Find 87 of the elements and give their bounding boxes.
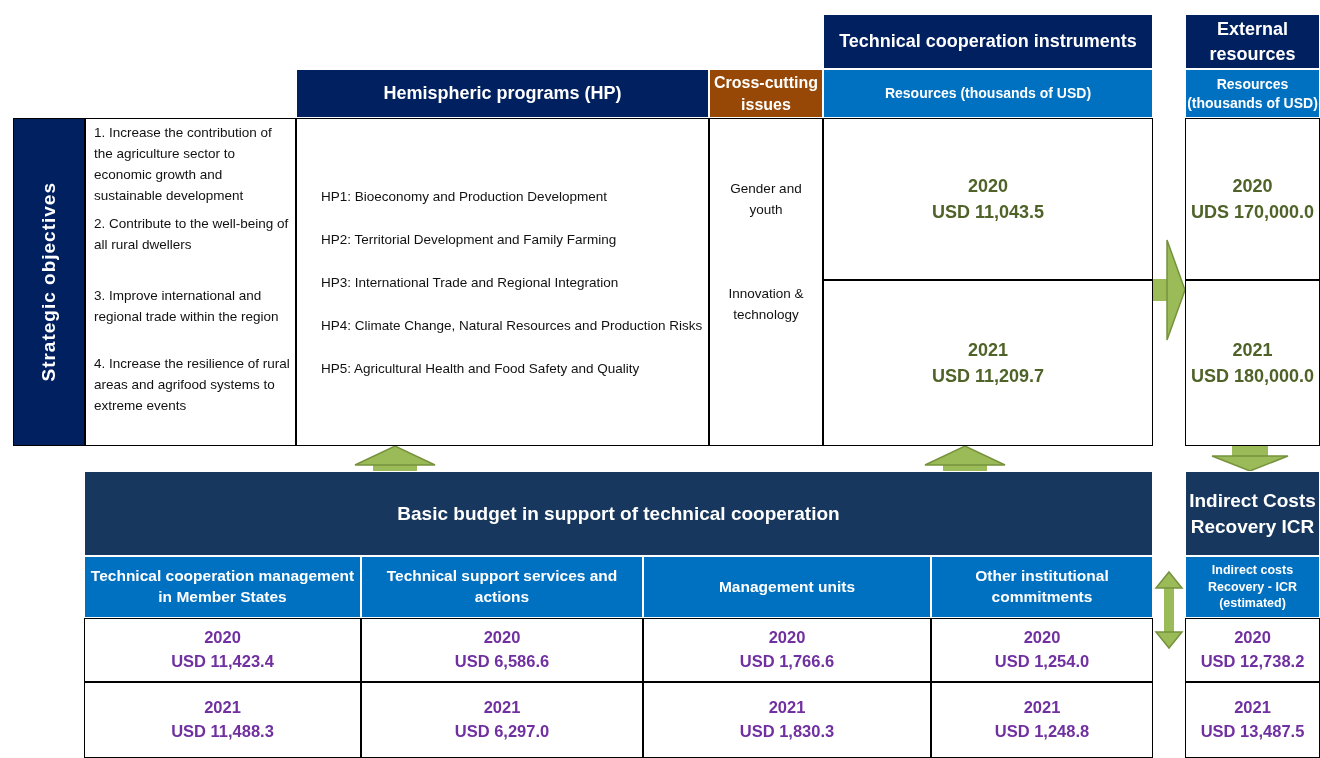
- amount-value: USD 13,487.5: [1200, 721, 1305, 742]
- year-label: 2020: [967, 174, 1008, 198]
- table-cell: [84, 682, 361, 758]
- amount-value: USD 12,738.2: [1200, 651, 1305, 672]
- table-cell: [823, 280, 1153, 446]
- amount-value: USD 1,766.6: [739, 651, 835, 672]
- year-label: 2021: [1023, 697, 1061, 719]
- table-cell: [84, 618, 361, 682]
- table-cell: [1185, 280, 1320, 446]
- table-cell: [643, 682, 931, 758]
- amount-value: USD 6,586.6: [454, 651, 550, 672]
- header-text: Indirect costs Recovery - ICR (estimated): [1207, 561, 1298, 613]
- year-label: 2020: [1023, 627, 1061, 649]
- vertical-label: Strategic objectives: [37, 182, 61, 382]
- table-cell: [823, 118, 1153, 280]
- year-label: 2021: [768, 697, 806, 719]
- year-label: 2020: [768, 627, 806, 649]
- header-text: External resources: [1208, 18, 1297, 66]
- block-arrow: [1155, 571, 1183, 649]
- header-text: Management units: [718, 576, 856, 597]
- header-cell: [84, 471, 1153, 556]
- year-label: 2020: [1234, 627, 1271, 649]
- header-text: Resources (thousands of USD): [1186, 74, 1319, 113]
- amount-value: USD 180,000.0: [1190, 365, 1315, 388]
- block-arrow: [924, 445, 1006, 471]
- header-cell: [931, 556, 1153, 618]
- table-cell: [1185, 618, 1320, 682]
- table-cell: [85, 118, 296, 446]
- header-cell: [361, 556, 643, 618]
- block-arrow: [354, 445, 436, 471]
- amount-value: USD 11,423.4: [171, 651, 274, 672]
- program-text: HP5: Agricultural Health and Food Safety and Quality: [321, 360, 641, 378]
- program-text: HP1: Bioeconomy and Production Development: [321, 188, 608, 206]
- program-text: HP3: International Trade and Regional Integration: [321, 274, 620, 292]
- year-label: 2020: [1232, 174, 1273, 198]
- table-cell: [296, 118, 709, 446]
- amount-value: USD 11,043.5: [931, 201, 1045, 224]
- table-cell: [643, 618, 931, 682]
- year-label: 2021: [1232, 338, 1273, 362]
- objective-text: 3. Improve international and regional trade within the region: [94, 287, 280, 326]
- header-cell: [1185, 14, 1320, 69]
- side-band: [13, 118, 85, 446]
- table-cell: [361, 682, 643, 758]
- header-cell: [1185, 471, 1320, 556]
- objective-text: 2. Contribute to the well-being of all rural dwellers: [94, 215, 290, 254]
- amount-value: USD 1,248.8: [994, 721, 1090, 742]
- header-cell: [643, 556, 931, 618]
- amount-value: USD 11,488.3: [171, 721, 274, 742]
- objective-text: 4. Increase the resilience of rural areas and agrifood systems to extreme events: [94, 355, 291, 415]
- amount-value: USD 1,254.0: [994, 651, 1090, 672]
- issue-text: Gender and youth: [729, 180, 803, 219]
- header-text: Technical cooperation instruments: [839, 30, 1137, 54]
- year-label: 2020: [204, 627, 241, 649]
- year-label: 2021: [483, 697, 521, 719]
- block-arrow: [1211, 446, 1289, 472]
- objective-text: 1. Increase the contribution of the agriculture sector to economic growth and sustainable development: [94, 124, 273, 205]
- header-text: Other institutional commitments: [974, 566, 1110, 607]
- table-cell: [931, 618, 1153, 682]
- header-cell: [296, 69, 709, 118]
- amount-value: USD 11,209.7: [931, 365, 1045, 388]
- table-cell: [931, 682, 1153, 758]
- year-label: 2020: [483, 627, 521, 649]
- header-cell: [823, 14, 1153, 69]
- header-text: Technical cooperation management in Member States: [89, 566, 356, 607]
- table-cell: [1185, 682, 1320, 758]
- amount-value: UDS 170,000.0: [1190, 201, 1315, 224]
- year-label: 2021: [204, 697, 241, 719]
- header-text: Resources (thousands of USD): [884, 84, 1092, 103]
- header-text: Cross-cutting issues: [713, 72, 819, 115]
- program-text: HP2: Territorial Development and Family Farming: [321, 231, 618, 249]
- header-cell: [1185, 556, 1320, 618]
- header-cell: [823, 69, 1153, 118]
- amount-value: USD 1,830.3: [739, 721, 835, 742]
- header-text: Basic budget in support of technical cooperation: [397, 501, 840, 526]
- block-arrow: [1153, 239, 1186, 341]
- amount-value: USD 6,297.0: [454, 721, 550, 742]
- table-cell: [361, 618, 643, 682]
- program-text: HP4: Climate Change, Natural Resources and Production Risks: [321, 317, 704, 335]
- year-label: 2021: [967, 338, 1008, 362]
- header-text: Hemispheric programs (HP): [383, 82, 622, 106]
- year-label: 2021: [1234, 697, 1271, 719]
- issue-text: Innovation & technology: [727, 285, 805, 324]
- header-text: Indirect Costs Recovery ICR: [1188, 488, 1317, 539]
- header-text: Technical support services and actions: [385, 566, 619, 607]
- table-cell: [1185, 118, 1320, 280]
- table-cell: [709, 118, 823, 446]
- header-cell: [84, 556, 361, 618]
